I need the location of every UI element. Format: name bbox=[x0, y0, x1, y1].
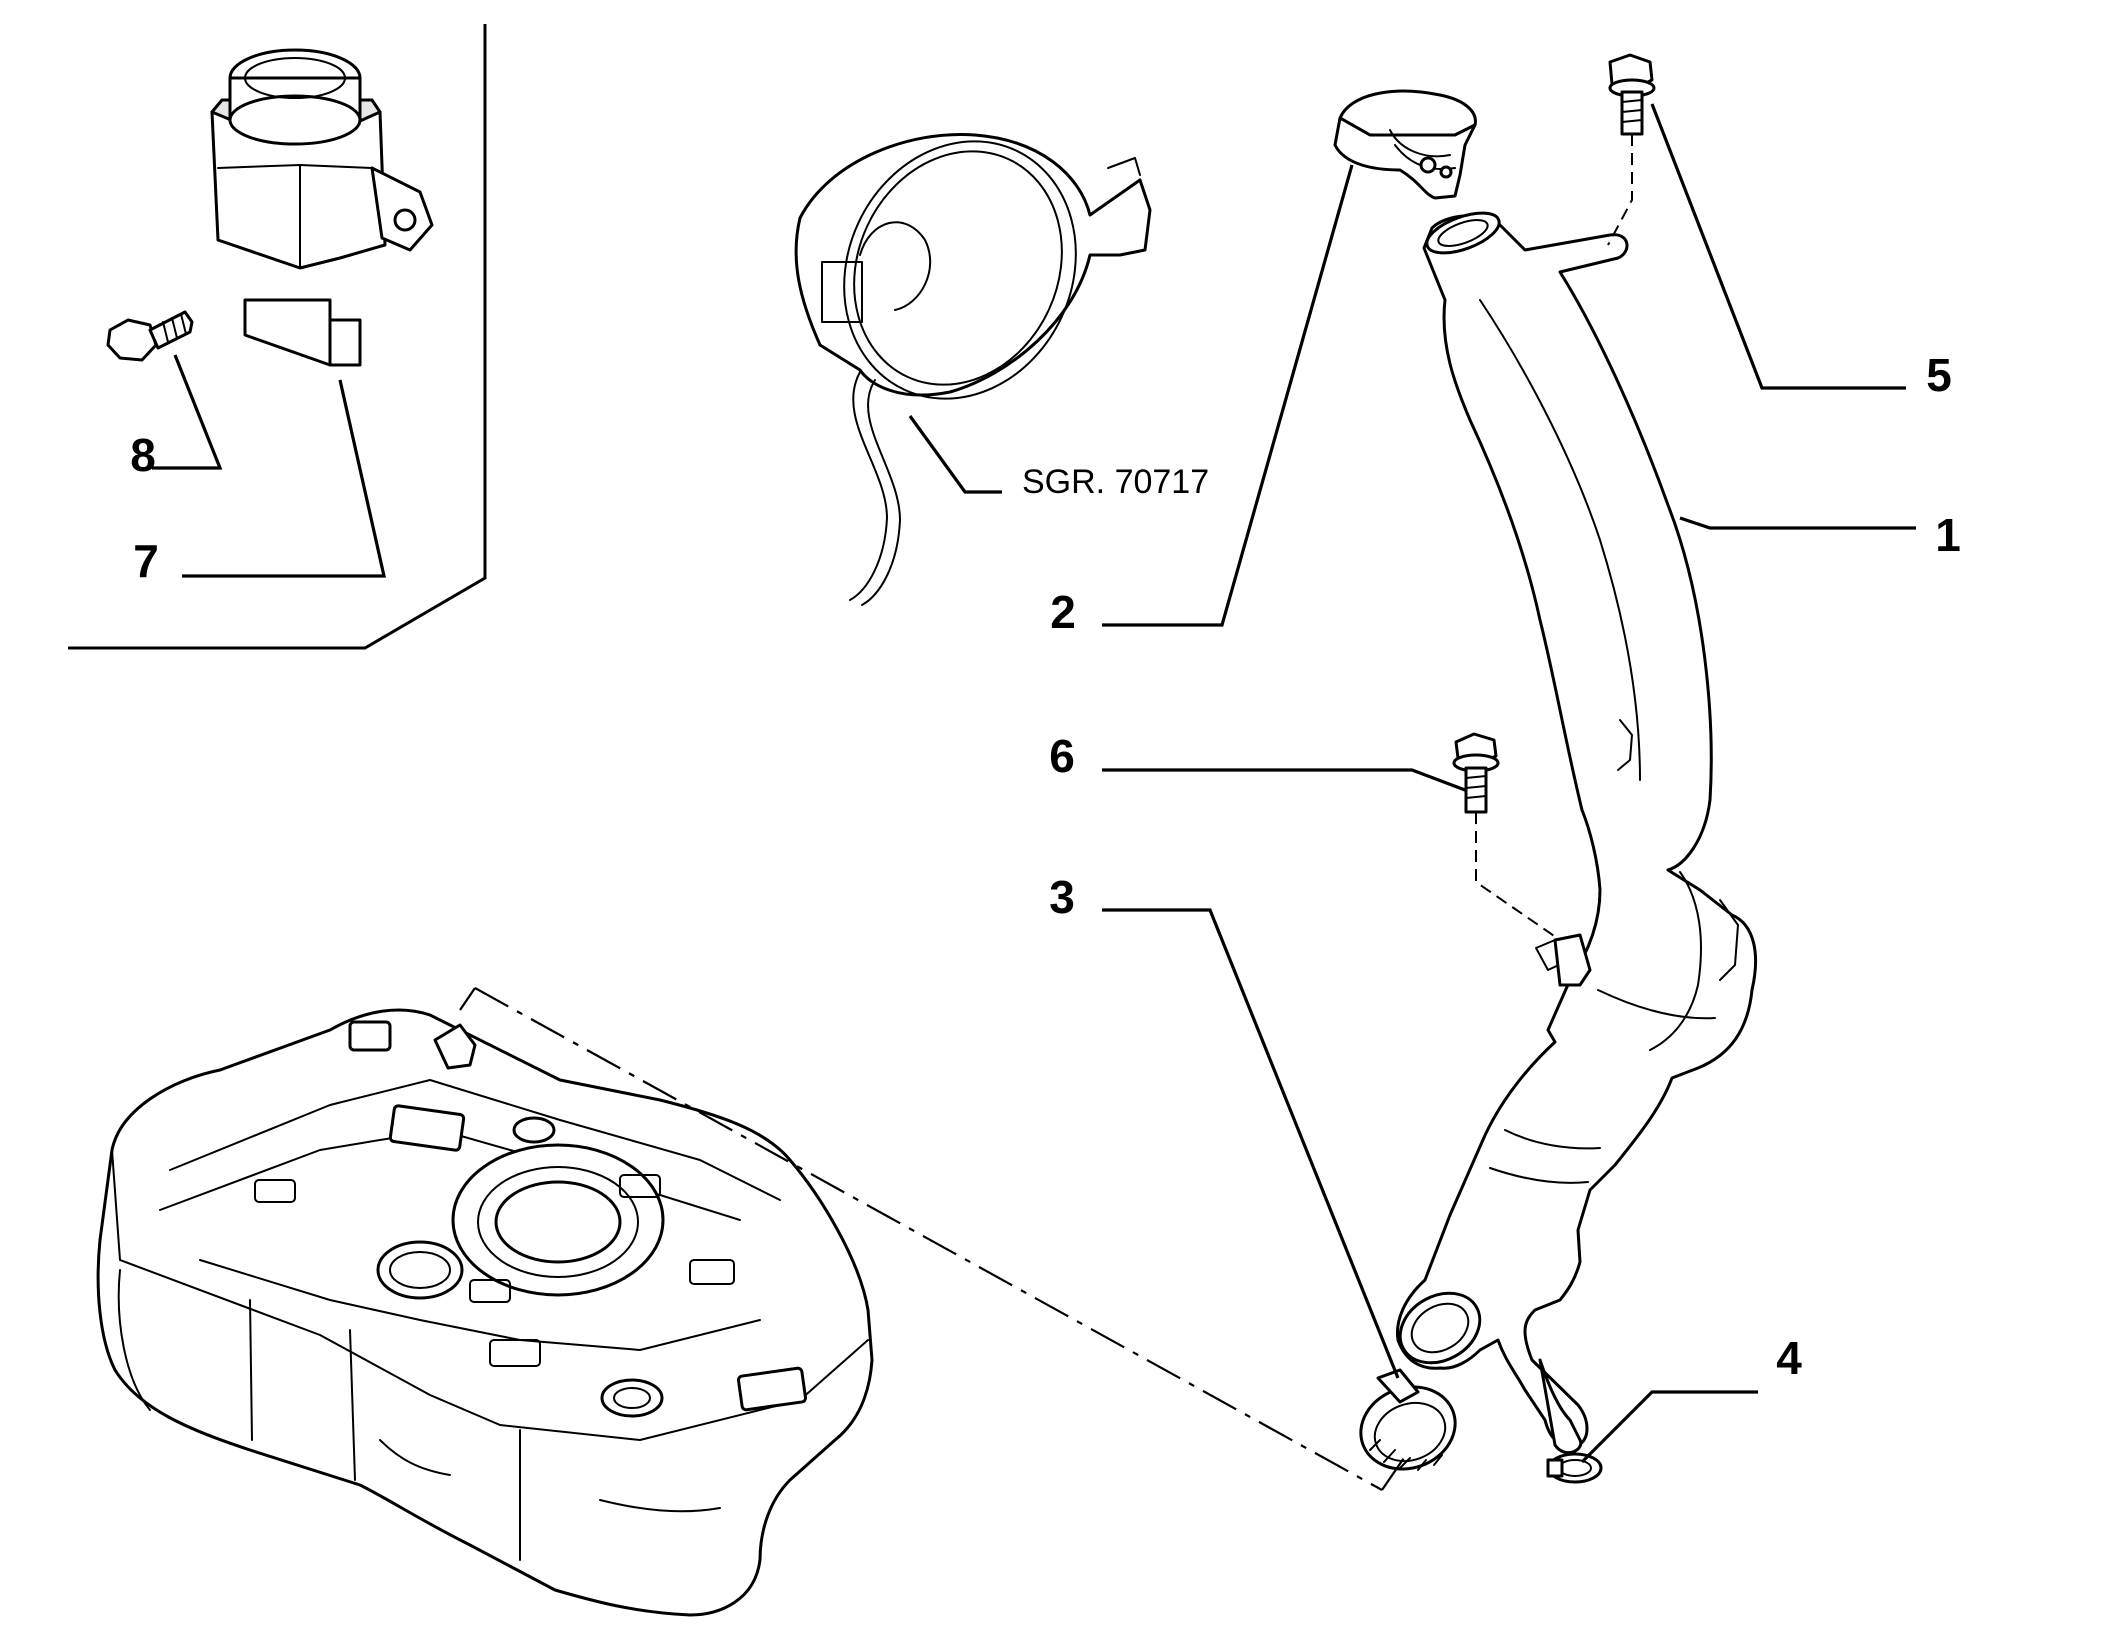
leader-7 bbox=[182, 379, 386, 578]
callout-labels: 1 2 3 4 5 6 7 8 SGR. 70717 bbox=[130, 349, 1961, 1384]
leader-5 bbox=[1650, 103, 1906, 390]
callout-1: 1 bbox=[1935, 509, 1961, 561]
leader-3 bbox=[1102, 908, 1400, 1379]
leader-2 bbox=[1102, 164, 1354, 627]
callout-6: 6 bbox=[1049, 730, 1075, 782]
filler-cap-part bbox=[1333, 89, 1477, 200]
sensor-switch-part bbox=[210, 48, 434, 367]
hose-clamp-large bbox=[1359, 1368, 1457, 1471]
callout-7: 7 bbox=[133, 535, 159, 587]
inset-frame bbox=[68, 24, 487, 650]
filler-neck-pipe bbox=[1395, 211, 1758, 1455]
hose-clamp-small bbox=[1546, 1452, 1603, 1484]
callout-3: 3 bbox=[1049, 871, 1075, 923]
bolt-part-6 bbox=[1452, 732, 1500, 814]
callout-8: 8 bbox=[130, 429, 156, 481]
leader-4 bbox=[1580, 1390, 1758, 1464]
leader-ref bbox=[908, 415, 1002, 494]
leader-8 bbox=[152, 354, 223, 470]
leader-6 bbox=[1102, 768, 1466, 792]
leader-1 bbox=[1679, 516, 1916, 530]
bolt-part-5 bbox=[1608, 53, 1656, 136]
bolt-part-8 bbox=[106, 310, 194, 362]
callout-4: 4 bbox=[1776, 1332, 1802, 1384]
callout-2: 2 bbox=[1050, 586, 1076, 638]
filler-flap-housing bbox=[794, 132, 1152, 606]
fuel-tank bbox=[96, 1008, 874, 1617]
reference-label: SGR. 70717 bbox=[1022, 463, 1209, 501]
leader-lines bbox=[152, 103, 1916, 1464]
callout-5: 5 bbox=[1926, 349, 1952, 401]
assembly-lines bbox=[459, 134, 1633, 1491]
